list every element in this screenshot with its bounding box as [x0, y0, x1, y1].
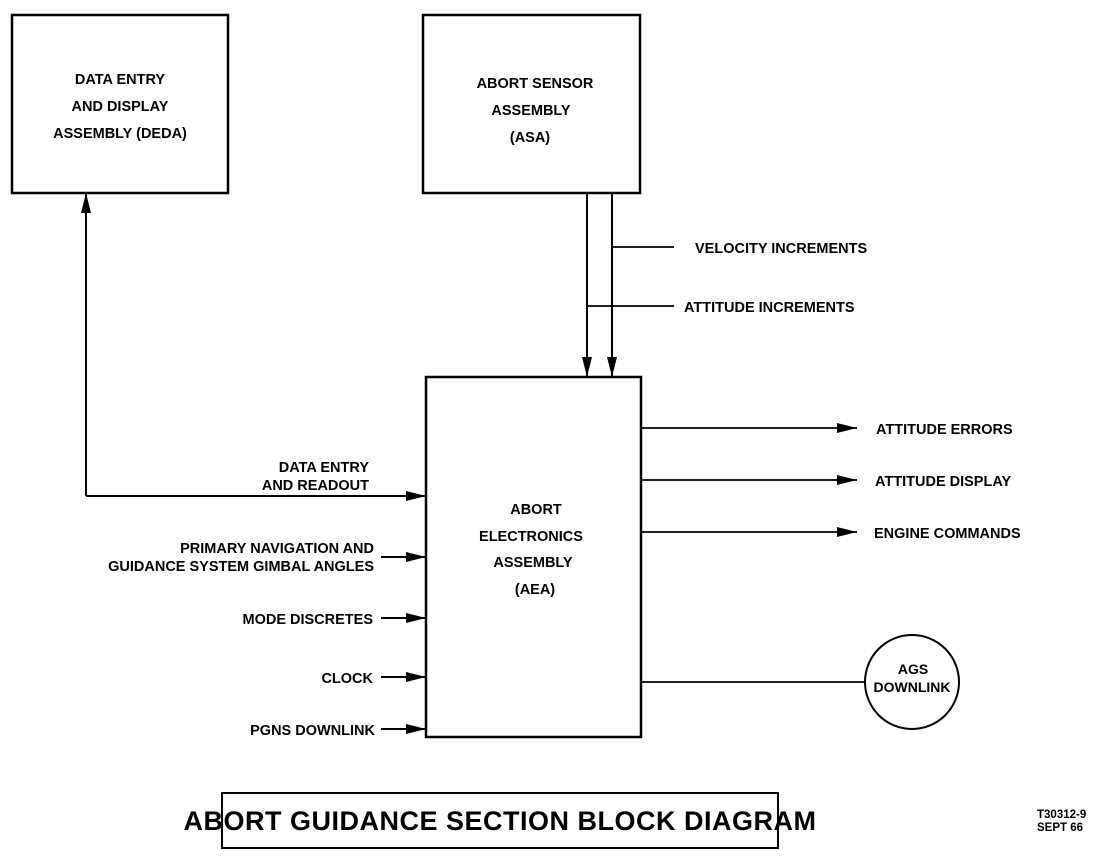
ags-downlink-node: AGS DOWNLINK [864, 634, 960, 730]
ags-downlink-label-line-1: AGS [898, 661, 928, 677]
deda-label-line-3: ASSEMBLY (DEDA) [53, 126, 187, 142]
engine-commands-label: ENGINE COMMANDS [874, 526, 1021, 542]
velocity-increments-label: VELOCITY INCREMENTS [695, 241, 867, 257]
deda-aea-link: DATA ENTRY AND READOUT [81, 193, 426, 501]
deda-label-line-2: AND DISPLAY [72, 99, 169, 115]
pgns-downlink-label: PGNS DOWNLINK [250, 723, 375, 739]
ags-downlink-label-line-2: DOWNLINK [874, 679, 951, 695]
data-entry-readout-label-line-2: AND READOUT [262, 478, 369, 494]
deda-box [10, 13, 230, 195]
attitude-errors-label: ATTITUDE ERRORS [876, 422, 1013, 438]
asa-label-line-1: ABORT SENSOR [477, 76, 594, 92]
ags-downlink-circle [864, 634, 960, 730]
reference-code-number: T30312-9 [1037, 809, 1086, 821]
aea-block: ABORT ELECTRONICS ASSEMBLY (AEA) [424, 375, 643, 739]
asa-signal-lines: VELOCITY INCREMENTS ATTITUDE INCREMENTS [582, 193, 867, 377]
deda-label-line-1: DATA ENTRY [75, 72, 166, 88]
mode-discretes-label: MODE DISCRETES [242, 612, 373, 628]
attitude-display-label: ATTITUDE DISPLAY [875, 474, 1011, 490]
aea-label-line-3: ASSEMBLY [493, 555, 573, 571]
asa-label-line-3: (ASA) [510, 130, 550, 146]
asa-box [421, 13, 642, 195]
aea-label-line-1: ABORT [510, 502, 562, 518]
diagram-title-block: ABORT GUIDANCE SECTION BLOCK DIAGRAM [184, 792, 817, 849]
reference-code-date: SEPT 66 [1037, 822, 1083, 834]
clock-label: CLOCK [321, 671, 373, 687]
title-box [221, 792, 779, 849]
reference-code: T30312-9 SEPT 66 [1037, 809, 1086, 834]
asa-label-line-2: ASSEMBLY [491, 103, 571, 119]
aea-outputs: ATTITUDE ERRORS ATTITUDE DISPLAY ENGINE … [641, 422, 1021, 683]
deda-block: DATA ENTRY AND DISPLAY ASSEMBLY (DEDA) [10, 13, 230, 195]
gimbal-angles-label-line-1: PRIMARY NAVIGATION AND [180, 541, 374, 557]
diagram-title: ABORT GUIDANCE SECTION BLOCK DIAGRAM [184, 806, 817, 836]
asa-block: ABORT SENSOR ASSEMBLY (ASA) [421, 13, 642, 195]
attitude-increments-label: ATTITUDE INCREMENTS [684, 300, 855, 316]
aea-label-line-2: ELECTRONICS [479, 529, 583, 545]
gimbal-angles-label-line-2: GUIDANCE SYSTEM GIMBAL ANGLES [108, 559, 374, 575]
data-entry-readout-label-line-1: DATA ENTRY [279, 460, 370, 476]
aea-inputs: PRIMARY NAVIGATION AND GUIDANCE SYSTEM G… [108, 541, 426, 739]
aea-label-line-4: (AEA) [515, 582, 555, 598]
